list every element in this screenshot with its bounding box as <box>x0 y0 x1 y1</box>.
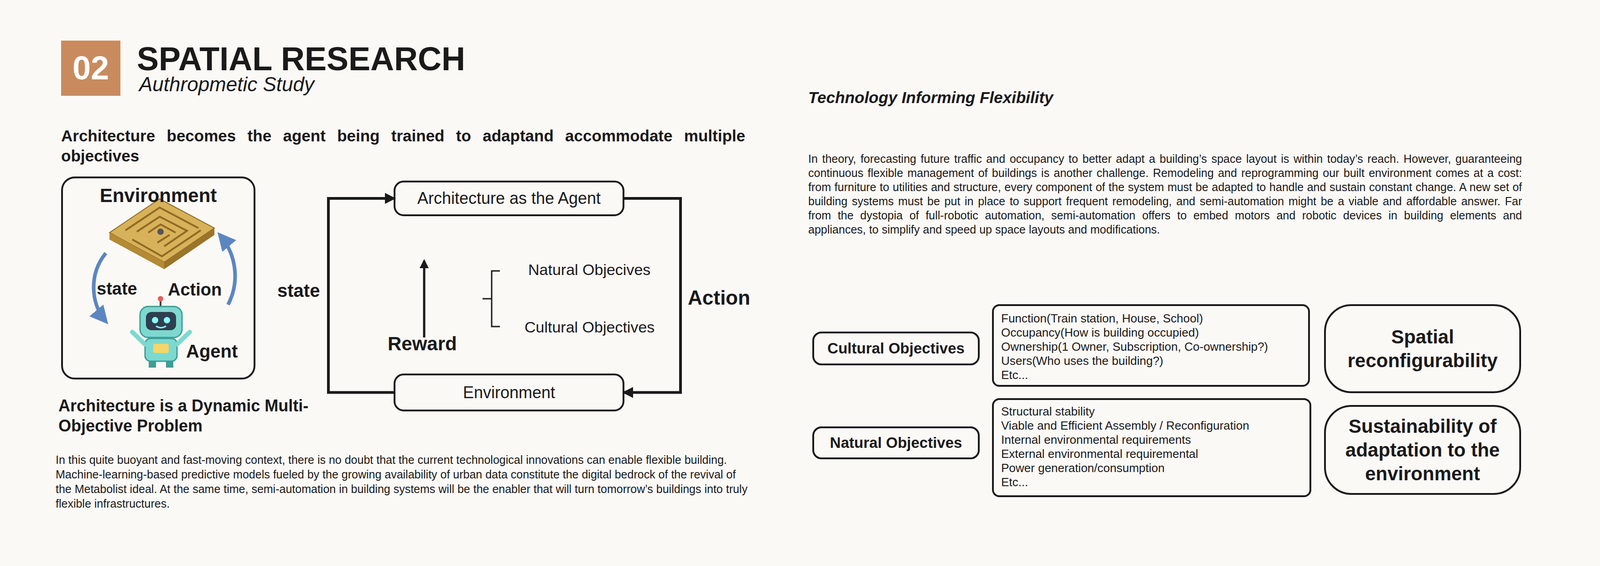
node-text: Internal environmental requirements <box>1001 432 1303 447</box>
node-text: Environment <box>62 178 254 207</box>
node-text: Occupancy(How is building occupied) <box>1001 325 1301 340</box>
list-box: Function(Train station, House, School)Oc… <box>992 304 1310 387</box>
bracket <box>482 270 500 327</box>
flow-connector <box>624 198 681 393</box>
objective-box: Natural Objectives <box>812 426 980 460</box>
node-text: Viable and Efficient Assembly / Reconfig… <box>1001 418 1303 433</box>
edge-label: state <box>277 280 320 302</box>
node-text: Environment <box>462 383 556 403</box>
cycle-label: state <box>96 279 138 299</box>
badge <box>61 40 121 96</box>
node-text: Architecture as the Agent <box>417 188 601 208</box>
agent-box: Architecture as the Agent <box>393 180 625 217</box>
agent-label: Agent <box>186 341 238 362</box>
robot-illustration <box>132 296 190 368</box>
cycle-label: Action <box>167 280 222 300</box>
node-text: Etc... <box>1001 368 1301 383</box>
edge-label: Action <box>687 286 751 310</box>
node-text: Structural stability <box>1001 404 1303 419</box>
node-text: Spatial reconfigurability <box>1339 325 1506 373</box>
subheading: Architecture is a Dynamic Multi-Objectiv… <box>58 395 314 437</box>
node-text: Etc... <box>1001 475 1303 490</box>
environment-box: Environment <box>393 373 625 412</box>
node-text: Power generation/consumption <box>1001 461 1303 476</box>
node-text: Users(Who uses the building?) <box>1001 353 1301 369</box>
result-box: Sustainability of adaptation to the envi… <box>1324 405 1522 495</box>
node-text: Sustainability of adaptation to the envi… <box>1335 414 1510 486</box>
node-text: Ownership(1 Owner, Subscription, Co-owne… <box>1001 339 1301 354</box>
cycle-arrow <box>219 234 235 305</box>
reward-arrow <box>423 260 426 338</box>
objective-label: Cultural Objectives <box>524 318 655 337</box>
paragraph: In theory, forecasting future traffic an… <box>808 151 1523 237</box>
list-box: Structural stabilityViable and Efficient… <box>992 398 1312 498</box>
environment-panel: Environment <box>61 176 256 380</box>
node-text: Function(Train station, House, School) <box>1001 311 1301 326</box>
node-text: Natural Objectives <box>830 434 963 452</box>
page-title: SPATIAL RESEARCH <box>136 40 466 78</box>
subtitle: Authropmetic Study <box>139 72 315 96</box>
section-heading: Architecture becomes the agent being tra… <box>61 125 746 167</box>
node-text: External environmental requiremental <box>1001 446 1303 462</box>
paragraph: In this quite buoyant and fast-moving co… <box>55 452 754 511</box>
objective-label: Natural Objecives <box>528 260 651 279</box>
result-box: Spatial reconfigurability <box>1324 304 1522 394</box>
subheading: Technology Informing Flexibility <box>808 88 1054 107</box>
objective-box: Cultural Objectives <box>812 331 980 366</box>
node-text: Cultural Objectives <box>827 339 965 358</box>
flow-connector <box>328 198 394 393</box>
reward-label: Reward <box>387 332 458 355</box>
badge-number: 02 <box>61 40 121 96</box>
maze-illustration <box>109 198 215 270</box>
